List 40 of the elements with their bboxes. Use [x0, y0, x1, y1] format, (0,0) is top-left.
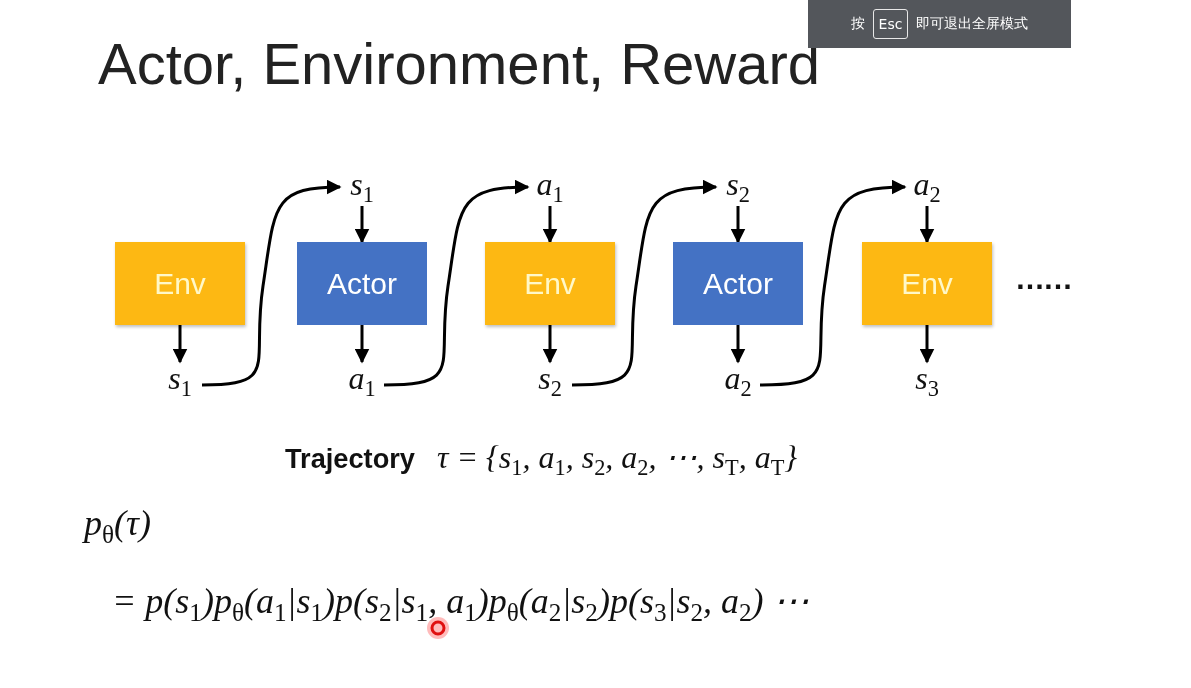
ellipsis: ……	[1015, 262, 1071, 296]
box-label: Env	[901, 266, 953, 301]
arrow	[759, 179, 907, 387]
math-symbol: s$_{1}$	[168, 361, 192, 401]
notification-text: 即可退出全屏模式	[916, 15, 1029, 33]
math-symbol: s$_{2}$	[726, 167, 750, 207]
probability-formula: = p(s$_{1}$)p$_{θ}$(a$_{1}$|s$_{1}$)p(s$_{2}$|s$_{1}$, a$_{1}$)p$_{θ}$(a$_{2}$|s$_{2}$)p(s$_{3}$|s$_{2}$, a$_{2}$) ⋯	[112, 580, 809, 627]
arrow	[172, 325, 188, 364]
math-symbol: s$_{1}$	[350, 167, 374, 207]
math-symbol: a$_{2}$	[724, 361, 752, 401]
arrow	[571, 179, 718, 387]
arrow	[354, 325, 370, 364]
arrow	[730, 325, 746, 364]
env-box	[115, 242, 245, 325]
arrow	[354, 206, 370, 244]
math-symbol: a$_{2}$	[913, 167, 941, 207]
probability-formula: p$_{θ}$(τ)	[84, 502, 151, 549]
math-symbol: a$_{1}$	[536, 167, 564, 207]
env-box	[485, 242, 615, 325]
actor-box	[673, 242, 803, 325]
box-label: Env	[154, 266, 206, 301]
trajectory-formula: Trajectory τ = {s$_{1}$, a$_{1}$, s$_{2}$, a$_{2}$, ⋯, s$_{T}$, a$_{T}$}	[285, 438, 798, 481]
slide-title: Actor, Environment, Reward	[98, 30, 821, 97]
math-symbol: s$_{3}$	[915, 361, 939, 401]
arrow	[730, 206, 746, 244]
arrow	[919, 325, 935, 364]
math-symbol: s$_{2}$	[538, 361, 562, 401]
box-label: Actor	[327, 266, 397, 301]
actor-box	[297, 242, 427, 325]
arrow	[919, 206, 935, 244]
box-label: Env	[524, 266, 576, 301]
arrow	[383, 179, 530, 387]
env-box	[862, 242, 992, 325]
arrow	[542, 206, 558, 244]
notification-text: 按	[850, 15, 865, 33]
arrow	[201, 179, 342, 387]
box-label: Actor	[703, 266, 773, 301]
arrow	[542, 325, 558, 364]
math-symbol: a$_{1}$	[348, 361, 376, 401]
key-hint: Esc	[872, 9, 909, 39]
